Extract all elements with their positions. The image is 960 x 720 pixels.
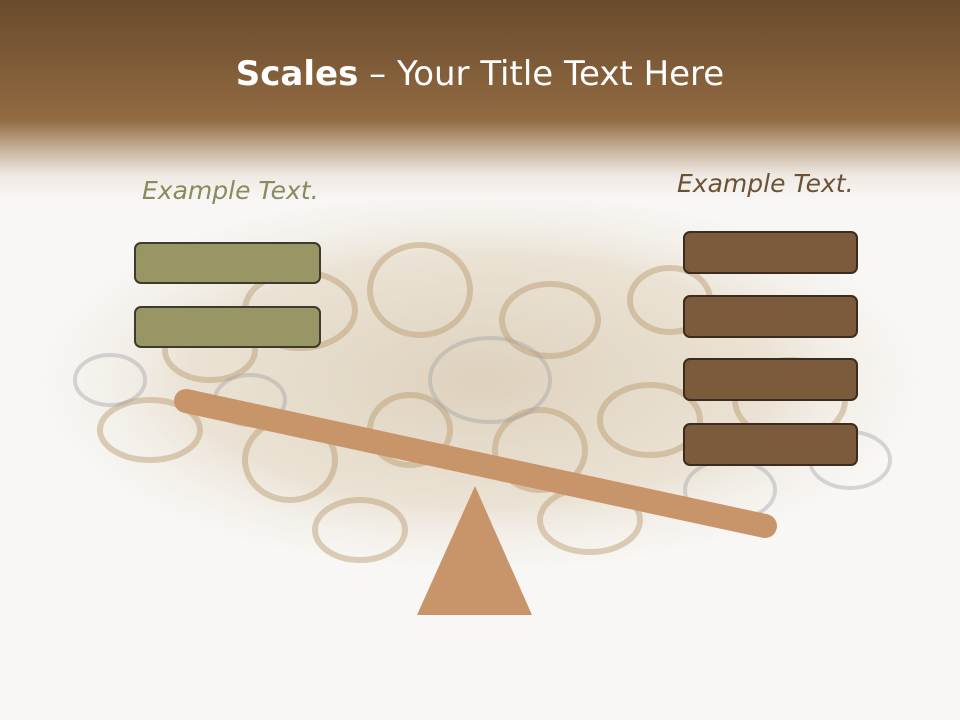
title-bold-word: Scales [235,54,359,94]
left-text-box [134,242,321,284]
right-text-box [683,423,858,466]
right-text-box [683,231,858,274]
slide-title: Scales – Your Title Text Here [0,52,960,96]
left-caption: Example Text. [142,176,319,205]
right-text-box [683,295,858,338]
right-text-box [683,358,858,401]
fulcrum-triangle [417,486,532,615]
title-banner [0,0,960,200]
jewelry-pile-image [40,200,920,570]
right-caption: Example Text. [677,169,854,198]
left-text-box [134,306,321,348]
seesaw-beam [174,389,777,538]
title-rest: – Your Title Text Here [358,54,725,94]
